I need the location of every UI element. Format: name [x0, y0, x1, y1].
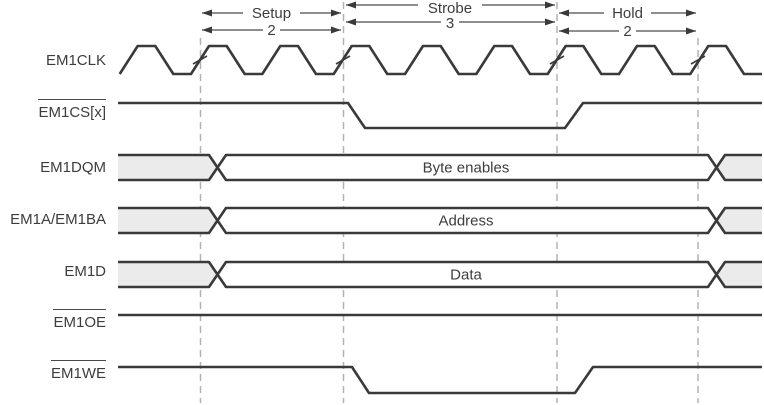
- signal-name: EM1CLK: [45, 52, 106, 69]
- signal-name-overlined: EM1CS[x]: [38, 99, 106, 122]
- em1dqm-bus-value: Byte enables: [423, 160, 510, 177]
- em1we-waveform: [118, 365, 762, 395]
- strobe-cycles: 3: [446, 15, 454, 32]
- bus-invalid-left: [118, 262, 218, 287]
- bus-invalid-left: [118, 155, 218, 180]
- hold-cycles-mask: [619, 24, 636, 39]
- em1cs-waveform: [118, 101, 762, 130]
- signal-name: EM1D: [64, 263, 106, 280]
- bus-invalid-right: [716, 208, 762, 233]
- dashed-guides: [199, 2, 699, 403]
- strobe-cycles-mask: [441, 16, 459, 31]
- clock-trace: [118, 44, 762, 76]
- signal-label-em1d: EM1D: [0, 263, 106, 281]
- arrow-right-icon: [331, 9, 341, 17]
- em1a-waveform: Address: [118, 206, 762, 235]
- hold-label-mask: [604, 6, 651, 21]
- signal-label-em1dqm: EM1DQM: [0, 159, 106, 177]
- setup-cycles: 2: [267, 22, 275, 39]
- arrow-right-icon: [331, 26, 341, 34]
- signal-name: EM1DQM: [40, 159, 106, 176]
- setup-label: Setup: [252, 5, 291, 22]
- strobe-label: Strobe: [428, 0, 472, 17]
- dimension-hold: Hold 2: [559, 5, 696, 40]
- clock-edge-tick: [549, 55, 565, 65]
- em1clk-waveform: [118, 44, 762, 76]
- hold-label: Hold: [612, 5, 643, 22]
- hold-cycles: 2: [623, 23, 631, 40]
- arrow-left-icon: [202, 26, 212, 34]
- em1d-bus-value: Data: [450, 267, 482, 284]
- arrow-right-icon: [545, 18, 555, 26]
- signal-label-em1oe: EM1OE: [0, 309, 106, 332]
- em1dqm-waveform: Byte enables: [118, 153, 762, 182]
- setup-cycles-mask: [263, 23, 280, 38]
- clock-edge-tick: [192, 55, 208, 65]
- signal-label-em1clk: EM1CLK: [0, 52, 106, 70]
- signal-name: EM1A/EM1BA: [10, 211, 106, 228]
- signal-label-em1we: EM1WE: [0, 360, 106, 383]
- arrow-right-icon: [686, 9, 696, 17]
- bus-invalid-left: [118, 208, 218, 233]
- bus-invalid-right-outline: [715, 153, 762, 182]
- arrow-left-icon: [346, 1, 356, 9]
- bus-invalid-right: [716, 155, 762, 180]
- signal-label-em1cs: EM1CS[x]: [0, 99, 106, 122]
- bus-invalid-right-outline: [715, 260, 762, 289]
- arrow-left-icon: [346, 18, 356, 26]
- arrow-left-icon: [559, 27, 569, 35]
- em1d-waveform: Data: [118, 260, 762, 289]
- dimension-strobe: Strobe 3: [346, 0, 555, 32]
- dimension-setup: Setup 2: [202, 5, 341, 39]
- signal-name-overlined: EM1WE: [50, 360, 106, 383]
- signal-label-em1a-em1ba: EM1A/EM1BA: [0, 211, 106, 229]
- signal-name-overlined: EM1OE: [53, 309, 106, 332]
- em1a-bus-value: Address: [438, 213, 493, 230]
- clock-edge-tick: [335, 55, 351, 65]
- arrow-left-icon: [202, 9, 212, 17]
- clock-edge-tick: [690, 55, 706, 65]
- arrow-right-icon: [545, 1, 555, 9]
- strobe-label-mask: [418, 1, 482, 15]
- arrow-left-icon: [559, 9, 569, 17]
- setup-label-mask: [243, 6, 300, 21]
- bus-invalid-right: [716, 262, 762, 287]
- arrow-right-icon: [686, 27, 696, 35]
- bus-invalid-right-outline: [715, 206, 762, 235]
